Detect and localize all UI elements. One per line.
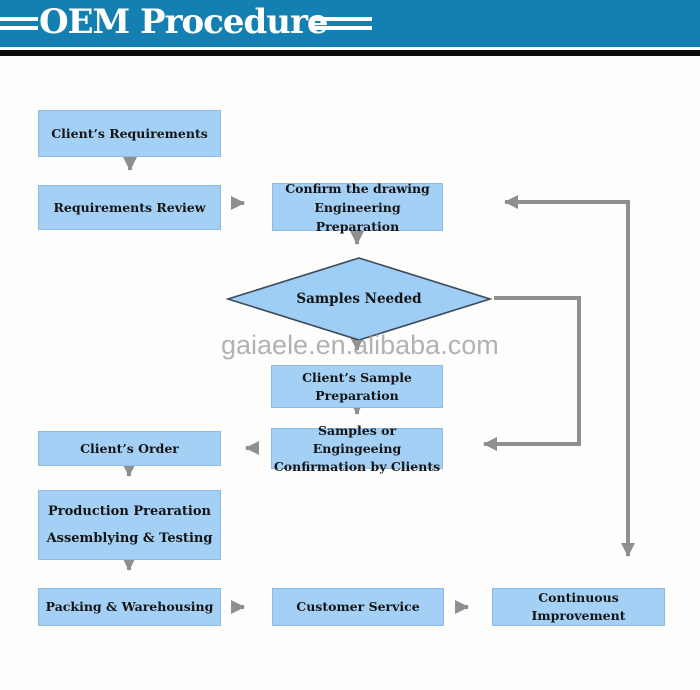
- node-label: Samples Needed: [296, 291, 422, 307]
- node-label: Continuous Improvement: [531, 590, 626, 623]
- node-samples-needed: Samples Needed: [225, 257, 493, 341]
- header-right-line-icon: [314, 17, 372, 21]
- header-divider: [0, 50, 700, 56]
- node-customer-service: Customer Service: [272, 588, 444, 626]
- node-label: Production Prearation Assemblying & Test…: [46, 504, 213, 546]
- node-label: Client’s Requirements: [51, 125, 208, 141]
- node-label: Requirements Review: [53, 199, 206, 215]
- node-label: Samples or Engingeeing Confirmation by C…: [273, 422, 441, 474]
- page-title: OEM Procedure: [39, 2, 329, 42]
- node-client-sample-preparation: Client’s Sample Preparation: [271, 365, 443, 408]
- loop-diamond-to-confirmation: [483, 296, 581, 451]
- node-label: Client’s Order: [80, 440, 179, 456]
- header-right-line-icon: [314, 26, 372, 30]
- node-production-preparation: Production Prearation Assemblying & Test…: [38, 490, 221, 560]
- node-requirements-review: Requirements Review: [38, 185, 221, 230]
- header-left-line-icon: [0, 26, 38, 30]
- node-continuous-improvement: Continuous Improvement: [492, 588, 665, 626]
- node-packing-warehousing: Packing & Warehousing: [38, 588, 221, 626]
- header-left-line-icon: [0, 17, 38, 21]
- header-bar: OEM Procedure: [0, 0, 700, 47]
- node-label: Client’s Sample Preparation: [302, 369, 412, 403]
- node-samples-confirmation: Samples or Engingeeing Confirmation by C…: [271, 423, 443, 474]
- node-label: Customer Service: [296, 599, 420, 614]
- node-confirm-drawing: Confirm the drawing Engineering Preparat…: [272, 181, 443, 234]
- node-label: Packing & Warehousing: [45, 599, 214, 614]
- node-client-order: Client’s Order: [38, 431, 221, 466]
- watermark-text: gaiaele.en.alibaba.com: [221, 330, 499, 360]
- node-label: Confirm the drawing Engineering Preparat…: [285, 180, 430, 234]
- node-client-requirements: Client’s Requirements: [38, 110, 221, 157]
